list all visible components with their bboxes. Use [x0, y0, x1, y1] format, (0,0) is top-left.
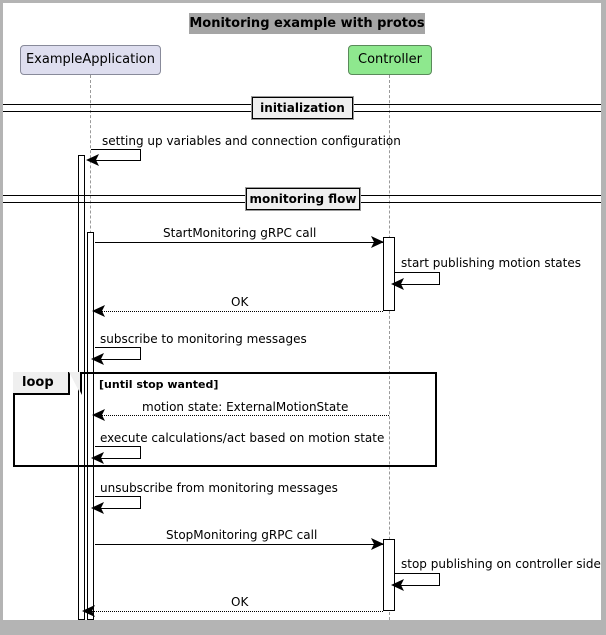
message-label-start-publishing: start publishing motion states — [401, 256, 581, 270]
message-self-top-execute — [95, 446, 141, 447]
message-label-motion-state: motion state: ExternalMotionState — [142, 400, 349, 414]
message-self-bottom-start-publishing — [399, 284, 440, 285]
message-label-setting-up-variables: setting up variables and connection conf… — [102, 134, 401, 148]
lifeline-controller — [389, 75, 390, 620]
message-self-right-setting-up — [140, 149, 141, 160]
arrowhead-left-setting-up — [86, 154, 99, 167]
message-line-stop-monitoring — [95, 544, 383, 545]
message-line-start-monitoring — [95, 242, 383, 243]
message-label-ok-start: OK — [231, 295, 249, 309]
message-self-top-setting-up — [91, 149, 141, 150]
fragment-loop-notch-inner — [69, 372, 80, 393]
message-self-top-subscribe — [95, 347, 141, 348]
arrowhead-left-unsubscribe — [91, 502, 104, 515]
fragment-loop-box — [13, 372, 437, 467]
message-self-bottom-execute — [99, 458, 141, 459]
diagram-paper: Monitoring example with protos ExampleAp… — [3, 3, 601, 620]
message-self-right-unsubscribe — [140, 496, 141, 508]
message-line-ok-start — [97, 311, 383, 312]
message-self-bottom-subscribe — [99, 359, 141, 360]
participant-label-controller: Controller — [358, 52, 422, 67]
arrowhead-left-subscribe — [91, 353, 104, 366]
arrowhead-left-start-publishing — [391, 278, 404, 291]
participant-label-example-application: ExampleApplication — [25, 52, 156, 67]
diagram-title: Monitoring example with protos — [189, 13, 425, 34]
arrowhead-left-stop-publishing — [391, 579, 404, 592]
fragment-loop-label: loop — [13, 372, 70, 395]
message-self-right-execute — [140, 446, 141, 458]
message-label-ok-stop: OK — [231, 595, 249, 609]
arrowhead-left-motion-state — [92, 409, 105, 422]
message-self-top-stop-publishing — [395, 573, 440, 574]
message-self-top-start-publishing — [395, 272, 440, 273]
message-label-subscribe: subscribe to monitoring messages — [100, 332, 307, 346]
message-self-right-stop-publishing — [439, 573, 440, 585]
arrowhead-right-start-monitoring — [371, 236, 384, 249]
message-self-right-subscribe — [140, 347, 141, 359]
message-label-stop-publishing: stop publishing on controller side — [401, 557, 601, 571]
message-self-top-unsubscribe — [95, 496, 141, 497]
arrowhead-right-stop-monitoring — [371, 538, 384, 551]
message-label-unsubscribe: unsubscribe from monitoring messages — [100, 481, 338, 495]
message-line-motion-state — [97, 415, 389, 416]
message-label-start-monitoring: StartMonitoring gRPC call — [163, 226, 317, 240]
message-self-bottom-unsubscribe — [99, 508, 141, 509]
message-self-right-start-publishing — [439, 272, 440, 284]
message-self-bottom-stop-publishing — [399, 585, 440, 586]
message-label-execute-calculations: execute calculations/act based on motion… — [100, 431, 385, 445]
arrowhead-left-execute — [91, 452, 104, 465]
participant-box-controller[interactable]: Controller — [348, 45, 432, 75]
divider-label-initialization: initialization — [251, 96, 354, 120]
message-self-bottom-setting-up — [95, 160, 141, 161]
message-label-stop-monitoring: StopMonitoring gRPC call — [166, 528, 318, 542]
arrowhead-left-ok-stop — [82, 605, 95, 618]
arrowhead-left-ok-start — [92, 305, 105, 318]
divider-label-monitoring-flow: monitoring flow — [245, 187, 361, 211]
activation-bar-controller-start — [383, 237, 395, 311]
participant-box-example-application[interactable]: ExampleApplication — [20, 45, 161, 75]
activation-bar-controller-stop — [383, 539, 395, 611]
fragment-loop-guard: [until stop wanted] — [99, 378, 219, 391]
message-line-ok-stop — [87, 611, 383, 612]
activation-bar-example-application-inner — [87, 232, 94, 620]
